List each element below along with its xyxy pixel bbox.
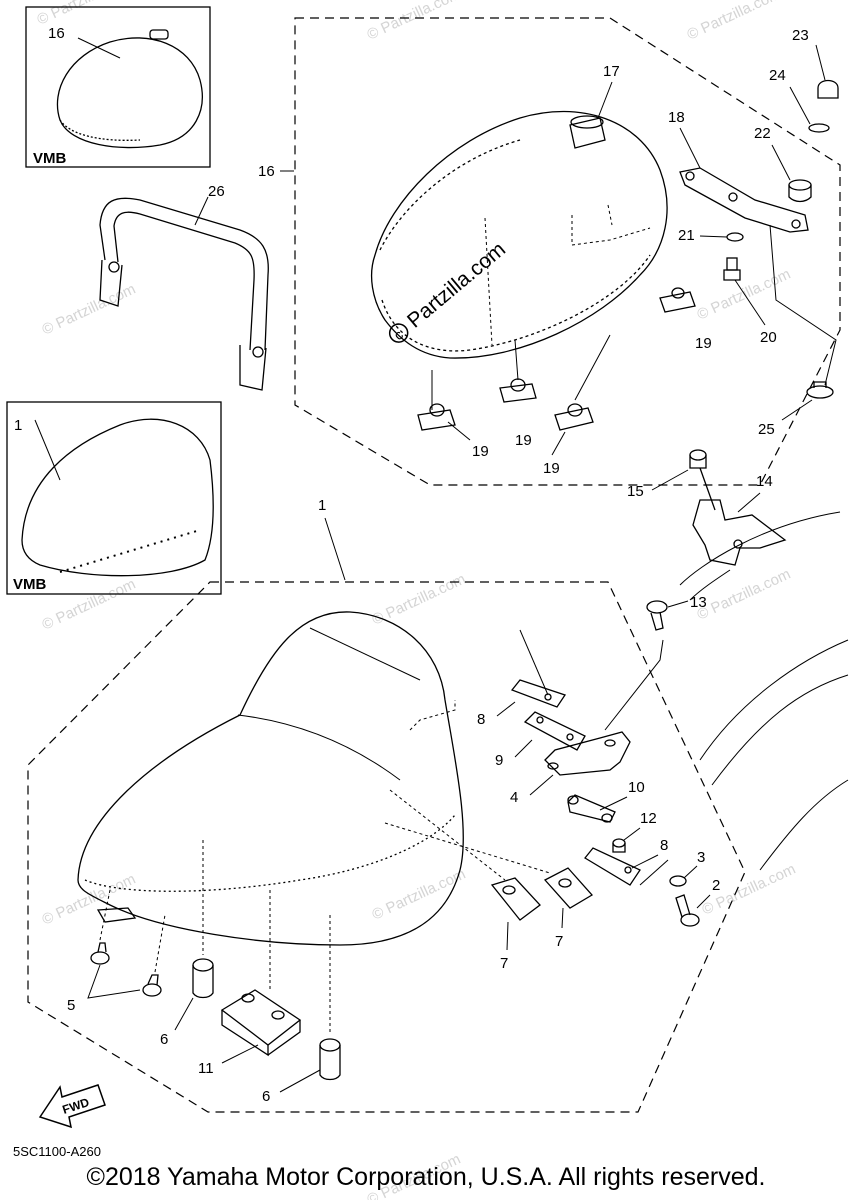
cushion-25: [806, 381, 834, 399]
watermark: © Partzilla.com: [695, 566, 794, 624]
assembly-16-outline: [294, 17, 841, 486]
nut-7: [543, 867, 594, 909]
bracket-14: [692, 499, 787, 566]
clip-19: [499, 378, 537, 403]
plate-9: [523, 711, 586, 751]
watermark: © Partzilla.com: [685, 0, 784, 44]
callout-16-inset: 16: [48, 25, 65, 42]
bolt-13: [646, 600, 668, 631]
bolt-20: [723, 257, 741, 281]
washer-3: [669, 875, 687, 887]
copyright-notice: ©2018 Yamaha Motor Corporation, U.S.A. A…: [86, 1163, 766, 1191]
callout-3: 3: [697, 849, 705, 866]
cushion-6: [319, 1038, 341, 1081]
washer-21: [726, 232, 744, 242]
callout-24: 24: [769, 67, 786, 84]
washer-24: [808, 123, 830, 133]
callout-26: 26: [208, 183, 225, 200]
catalog-code: 5SC1100-A260: [13, 1144, 101, 1159]
inset-vmb-label: VMB: [13, 576, 47, 593]
callout-16: 16: [258, 163, 275, 180]
plate-8: [584, 847, 641, 886]
svg-text:Partzilla.com: Partzilla.com: [403, 238, 510, 333]
callout-5: 5: [67, 997, 75, 1014]
callout-2: 2: [712, 877, 720, 894]
clip-19: [417, 403, 456, 431]
stud-5: [90, 942, 110, 965]
callout-19: 19: [515, 432, 532, 449]
callout-6: 6: [262, 1088, 270, 1105]
clip-19: [554, 403, 594, 431]
part-10: [567, 794, 616, 823]
callout-25: 25: [758, 421, 775, 438]
clip-19: [659, 287, 696, 313]
callout-21: 21: [678, 227, 695, 244]
grommet-22: [788, 179, 812, 203]
inset-seat-16: [25, 6, 211, 168]
watermark: © Partzilla.com: [695, 266, 794, 324]
callout-9: 9: [495, 752, 503, 769]
callout-7: 7: [555, 933, 563, 950]
callout-8: 8: [660, 837, 668, 854]
callout-7: 7: [500, 955, 508, 972]
forward-arrow-icon: FWD: [38, 1084, 106, 1129]
bolt-2: [675, 894, 700, 927]
callout-19: 19: [695, 335, 712, 352]
watermark: © Partzilla.com: [370, 866, 469, 924]
callout-14: 14: [756, 473, 773, 490]
inset-seat-1: [6, 401, 222, 595]
bolt-15: [689, 449, 716, 511]
callout-22: 22: [754, 125, 771, 142]
bracket-4: [544, 731, 631, 776]
cushion-6: [192, 958, 214, 999]
rider-seat: [77, 611, 464, 946]
plate-8: [510, 679, 567, 708]
watermark: © Partzilla.com: [40, 576, 139, 634]
backrest-bracket-26: [99, 196, 269, 391]
callout-13: 13: [690, 594, 707, 611]
callout-15: 15: [627, 483, 644, 500]
callout-17: 17: [603, 63, 620, 80]
callout-18: 18: [668, 109, 685, 126]
watermark: © Partzilla.com: [40, 281, 139, 339]
callout-19: 19: [472, 443, 489, 460]
callout-23: 23: [792, 27, 809, 44]
callout-1-inset: 1: [14, 417, 22, 434]
bracket-18: [679, 167, 809, 233]
callout-12: 12: [640, 810, 657, 827]
stud-5: [142, 974, 162, 997]
callout-1: 1: [318, 497, 326, 514]
watermark: © Partzilla.com: [365, 0, 464, 44]
inset-vmb-label: VMB: [33, 150, 67, 167]
assembly-1-outline: [27, 581, 746, 1113]
callout-19: 19: [543, 460, 560, 477]
block-11: [220, 989, 302, 1057]
callout-6: 6: [160, 1031, 168, 1048]
callout-11: 11: [198, 1060, 214, 1077]
nut-23: [817, 79, 839, 99]
nut-7: [490, 877, 541, 921]
partzilla-logo: c Partzilla.com: [388, 238, 510, 343]
callout-8: 8: [477, 711, 485, 728]
collar-12: [612, 838, 626, 853]
frame-outline: [689, 569, 849, 871]
callout-20: 20: [760, 329, 777, 346]
callout-10: 10: [628, 779, 645, 796]
passenger-seat: [370, 110, 668, 359]
callout-4: 4: [510, 789, 518, 806]
